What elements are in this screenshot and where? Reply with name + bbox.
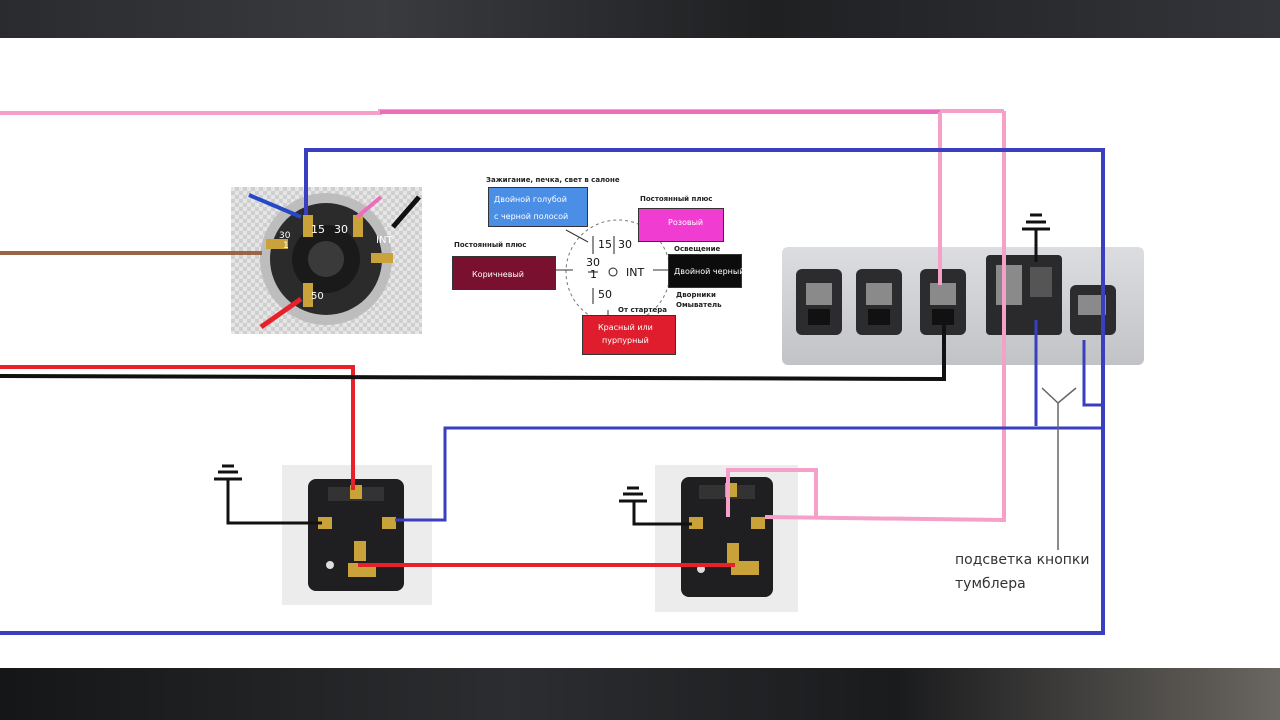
ignition-switch-illustration [231, 187, 422, 334]
arrow-icon [391, 195, 421, 229]
ignition-switch-photo: 15 30 30 1 INT 50 [231, 187, 422, 334]
legend-terminal-15: 15 [598, 238, 612, 251]
blue-wire-switch-b [1082, 340, 1103, 407]
callout-red: Красный или пурпурный [582, 315, 676, 355]
callout-brown-text: Коричневый [472, 270, 524, 279]
pink-wire-right-drop [764, 111, 1006, 523]
callout-blue-line1: Двойной голубой [494, 195, 567, 204]
black-wire-relay-right [632, 500, 692, 526]
annotation-pointer [1041, 387, 1077, 550]
annotation-backlight-line2: тумблера [955, 576, 1026, 592]
caption-ignition: Зажигание, печка, свет в салоне [486, 176, 620, 184]
arrow-icon [259, 296, 303, 330]
callout-blue: Двойной голубой с черной полосой [488, 187, 588, 227]
legend-terminal-50: 50 [598, 288, 612, 301]
toggle-switch-icon [796, 269, 842, 335]
callout-red-line1: Красный или [598, 323, 653, 332]
annotation-backlight-line1: подсветка кнопки [955, 552, 1090, 568]
black-wire-main [0, 318, 946, 382]
pinout-legend: Зажигание, печка, свет в салоне Двойной … [448, 170, 748, 360]
callout-pink: Розовый [638, 208, 724, 242]
toggle-switch-icon [920, 269, 966, 335]
caption-const-right: Постоянный плюс [640, 195, 713, 203]
pink-wire-relay-loop [726, 468, 818, 517]
background-bottom-strip [0, 668, 1280, 720]
blue-wire-top [0, 148, 1105, 635]
callout-blue-line2: с черной полосой [494, 212, 569, 221]
legend-terminal-30-top: 30 [618, 238, 632, 251]
caption-starter: От стартера [618, 306, 667, 314]
terminal-label-int: INT [376, 235, 393, 246]
red-wire-top [0, 365, 355, 490]
terminal-label-15: 15 [311, 223, 325, 236]
caption-light: Освещение [674, 245, 721, 253]
caption-const-left: Постоянный плюс [454, 241, 527, 249]
blue-wire-middle [395, 426, 1102, 522]
legend-terminal-int: INT [626, 266, 645, 279]
arrow-icon [355, 195, 383, 219]
terminal-label-50: 50 [311, 291, 324, 302]
toggle-switch-icon [856, 269, 902, 335]
ground-icon [1022, 213, 1050, 231]
callout-pink-text: Розовый [668, 218, 704, 227]
callout-red-line2: пурпурный [602, 336, 649, 345]
black-wire-relay-left [226, 480, 322, 525]
terminal-label-1: 1 [283, 241, 289, 251]
terminal-label-30-left: 30 [279, 231, 291, 241]
terminal-label-30-top: 30 [334, 223, 348, 236]
ground-icon [214, 464, 242, 481]
callout-black: Двойной черный [668, 254, 745, 288]
legend-terminal-30-left: 30 [586, 256, 600, 269]
ground-icon [619, 486, 647, 503]
background-top-strip [0, 0, 1280, 38]
caption-wipers-2: Омыватель [676, 301, 722, 309]
arrow-icon [248, 193, 302, 219]
caption-wipers-1: Дворники [676, 291, 716, 299]
callout-brown: Коричневый [452, 256, 556, 290]
callout-black-text: Двойной черный [674, 267, 745, 276]
legend-terminal-1: 1 [590, 268, 597, 281]
